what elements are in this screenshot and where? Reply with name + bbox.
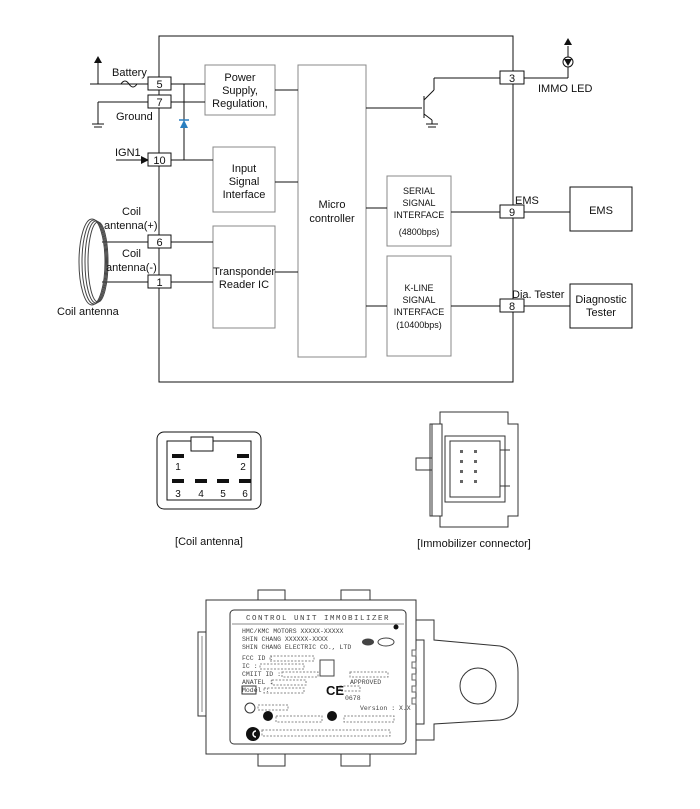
pin-label-5: 5 xyxy=(156,79,162,91)
power-supply-label-2: Supply, xyxy=(222,85,258,97)
pin-label-10: 10 xyxy=(153,155,165,167)
microcontroller-label-1: Micro xyxy=(319,199,346,211)
pin-box-10 xyxy=(147,152,172,167)
transponder-label-1: Transponder xyxy=(213,266,275,278)
unit-anatel: ANATEL : xyxy=(242,679,273,686)
coil-pin-label-4: 4 xyxy=(198,489,204,500)
block-diagram xyxy=(90,35,633,383)
unit-ce-number: 0678 xyxy=(345,695,361,702)
input-signal-label-1: Input xyxy=(232,163,256,175)
unit-line-2: SHIN CHANG XXXXXX-XXXX xyxy=(242,636,328,643)
pin-box-1 xyxy=(147,274,172,289)
transponder-label-2: Reader IC xyxy=(219,279,269,291)
input-signal-block xyxy=(212,146,276,213)
kline-label-1: K-LINE xyxy=(404,283,433,293)
battery-label: Battery xyxy=(112,67,147,79)
coil-pin-label-2: 2 xyxy=(240,462,246,473)
diagnostic-tester-box xyxy=(569,283,633,329)
screw-left-icon xyxy=(263,711,273,721)
coil-pos-label-1: Coil xyxy=(122,206,141,218)
screw-right-icon xyxy=(327,711,337,721)
coil-antenna-connector: 1 2 3 4 5 6 xyxy=(156,431,262,510)
unit-ic: IC : xyxy=(242,663,258,670)
coil-antenna-icon xyxy=(78,218,109,306)
pin-box-9 xyxy=(499,204,525,219)
unit-line-3: SHIN CHANG ELECTRIC CO., LTD xyxy=(242,644,351,651)
diode-icon xyxy=(179,119,189,128)
dia-tester-line-label: Dia. Tester xyxy=(512,289,565,301)
ems-box xyxy=(569,186,633,232)
input-signal-label-2: Signal xyxy=(229,176,260,188)
immo-led-label: IMMO LED xyxy=(538,83,592,95)
coil-antenna-label: Coil antenna xyxy=(57,306,120,318)
unit-model: Model : xyxy=(242,687,269,694)
unit-logos: CE xyxy=(246,624,399,741)
ground-label: Ground xyxy=(116,111,153,123)
transponder-block xyxy=(212,225,276,329)
pin-label-7: 7 xyxy=(156,97,162,109)
ign1-label: IGN1 xyxy=(115,147,141,159)
pin-label-1: 1 xyxy=(156,277,162,289)
immo-led-icon xyxy=(562,56,574,68)
kline-interface-block xyxy=(386,255,452,357)
pin-box-3 xyxy=(499,70,525,85)
kline-label-2: SIGNAL xyxy=(402,295,435,305)
serial-label-2: SIGNAL xyxy=(402,198,435,208)
immobilizer-unit-illustration xyxy=(197,589,519,767)
microcontroller-block xyxy=(297,64,367,358)
serial-label-4: (4800bps) xyxy=(399,227,440,237)
pin-label-6: 6 xyxy=(156,237,162,249)
pin-label-3: 3 xyxy=(509,73,515,85)
unit-fcc: FCC ID : xyxy=(242,655,273,662)
microcontroller-label-2: controller xyxy=(309,213,355,225)
coil-pin-label-3: 3 xyxy=(175,489,181,500)
pin-label-8: 8 xyxy=(509,301,515,313)
diagnostic-tester-label-2: Tester xyxy=(586,307,616,319)
unit-approved: APPROVED xyxy=(350,679,381,686)
pin-box-8 xyxy=(499,298,525,313)
pin-box-5 xyxy=(147,76,172,91)
pin-box-6 xyxy=(147,234,172,249)
kline-label-4: (10400bps) xyxy=(396,320,442,330)
pin-box-7 xyxy=(147,94,172,109)
coil-pin-label-6: 6 xyxy=(242,489,248,500)
immobilizer-connector-caption: [Immobilizer connector] xyxy=(417,538,531,550)
coil-pin-label-1: 1 xyxy=(175,462,181,473)
unit-title: CONTROL UNIT IMMOBILIZER xyxy=(246,615,390,623)
ems-line-label: EMS xyxy=(515,195,539,207)
pin-label-9: 9 xyxy=(509,207,515,219)
coil-neg-label-2: antenna(-) xyxy=(106,262,157,274)
coil-pin-label-5: 5 xyxy=(220,489,226,500)
power-supply-label-3: Regulation, xyxy=(212,98,268,110)
unit-version: Version : X.X xyxy=(360,705,411,712)
battery-fuse-icon xyxy=(120,80,138,88)
power-supply-label-1: Power xyxy=(224,72,256,84)
coil-pos-label-2: antenna(+) xyxy=(104,220,158,232)
unit-cmiit: CMIIT ID : xyxy=(242,671,281,678)
battery-arrow-icon xyxy=(94,56,102,63)
kline-label-3: INTERFACE xyxy=(394,307,445,317)
ems-box-label: EMS xyxy=(589,205,613,217)
coil-neg-label-1: Coil xyxy=(122,248,141,260)
unit-line-1: HMC/KMC MOTORS XXXXX-XXXXX xyxy=(242,628,344,635)
serial-label-3: INTERFACE xyxy=(394,210,445,220)
diagnostic-tester-label-1: Diagnostic xyxy=(575,294,627,306)
input-signal-label-3: Interface xyxy=(223,189,266,201)
serial-label-1: SERIAL xyxy=(403,186,435,196)
supply-arrow-icon xyxy=(564,38,572,45)
coil-antenna-caption: [Coil antenna] xyxy=(175,536,243,548)
serial-interface-block xyxy=(386,175,452,247)
ce-mark-icon: CE xyxy=(326,683,344,698)
immobilizer-connector xyxy=(415,411,519,528)
